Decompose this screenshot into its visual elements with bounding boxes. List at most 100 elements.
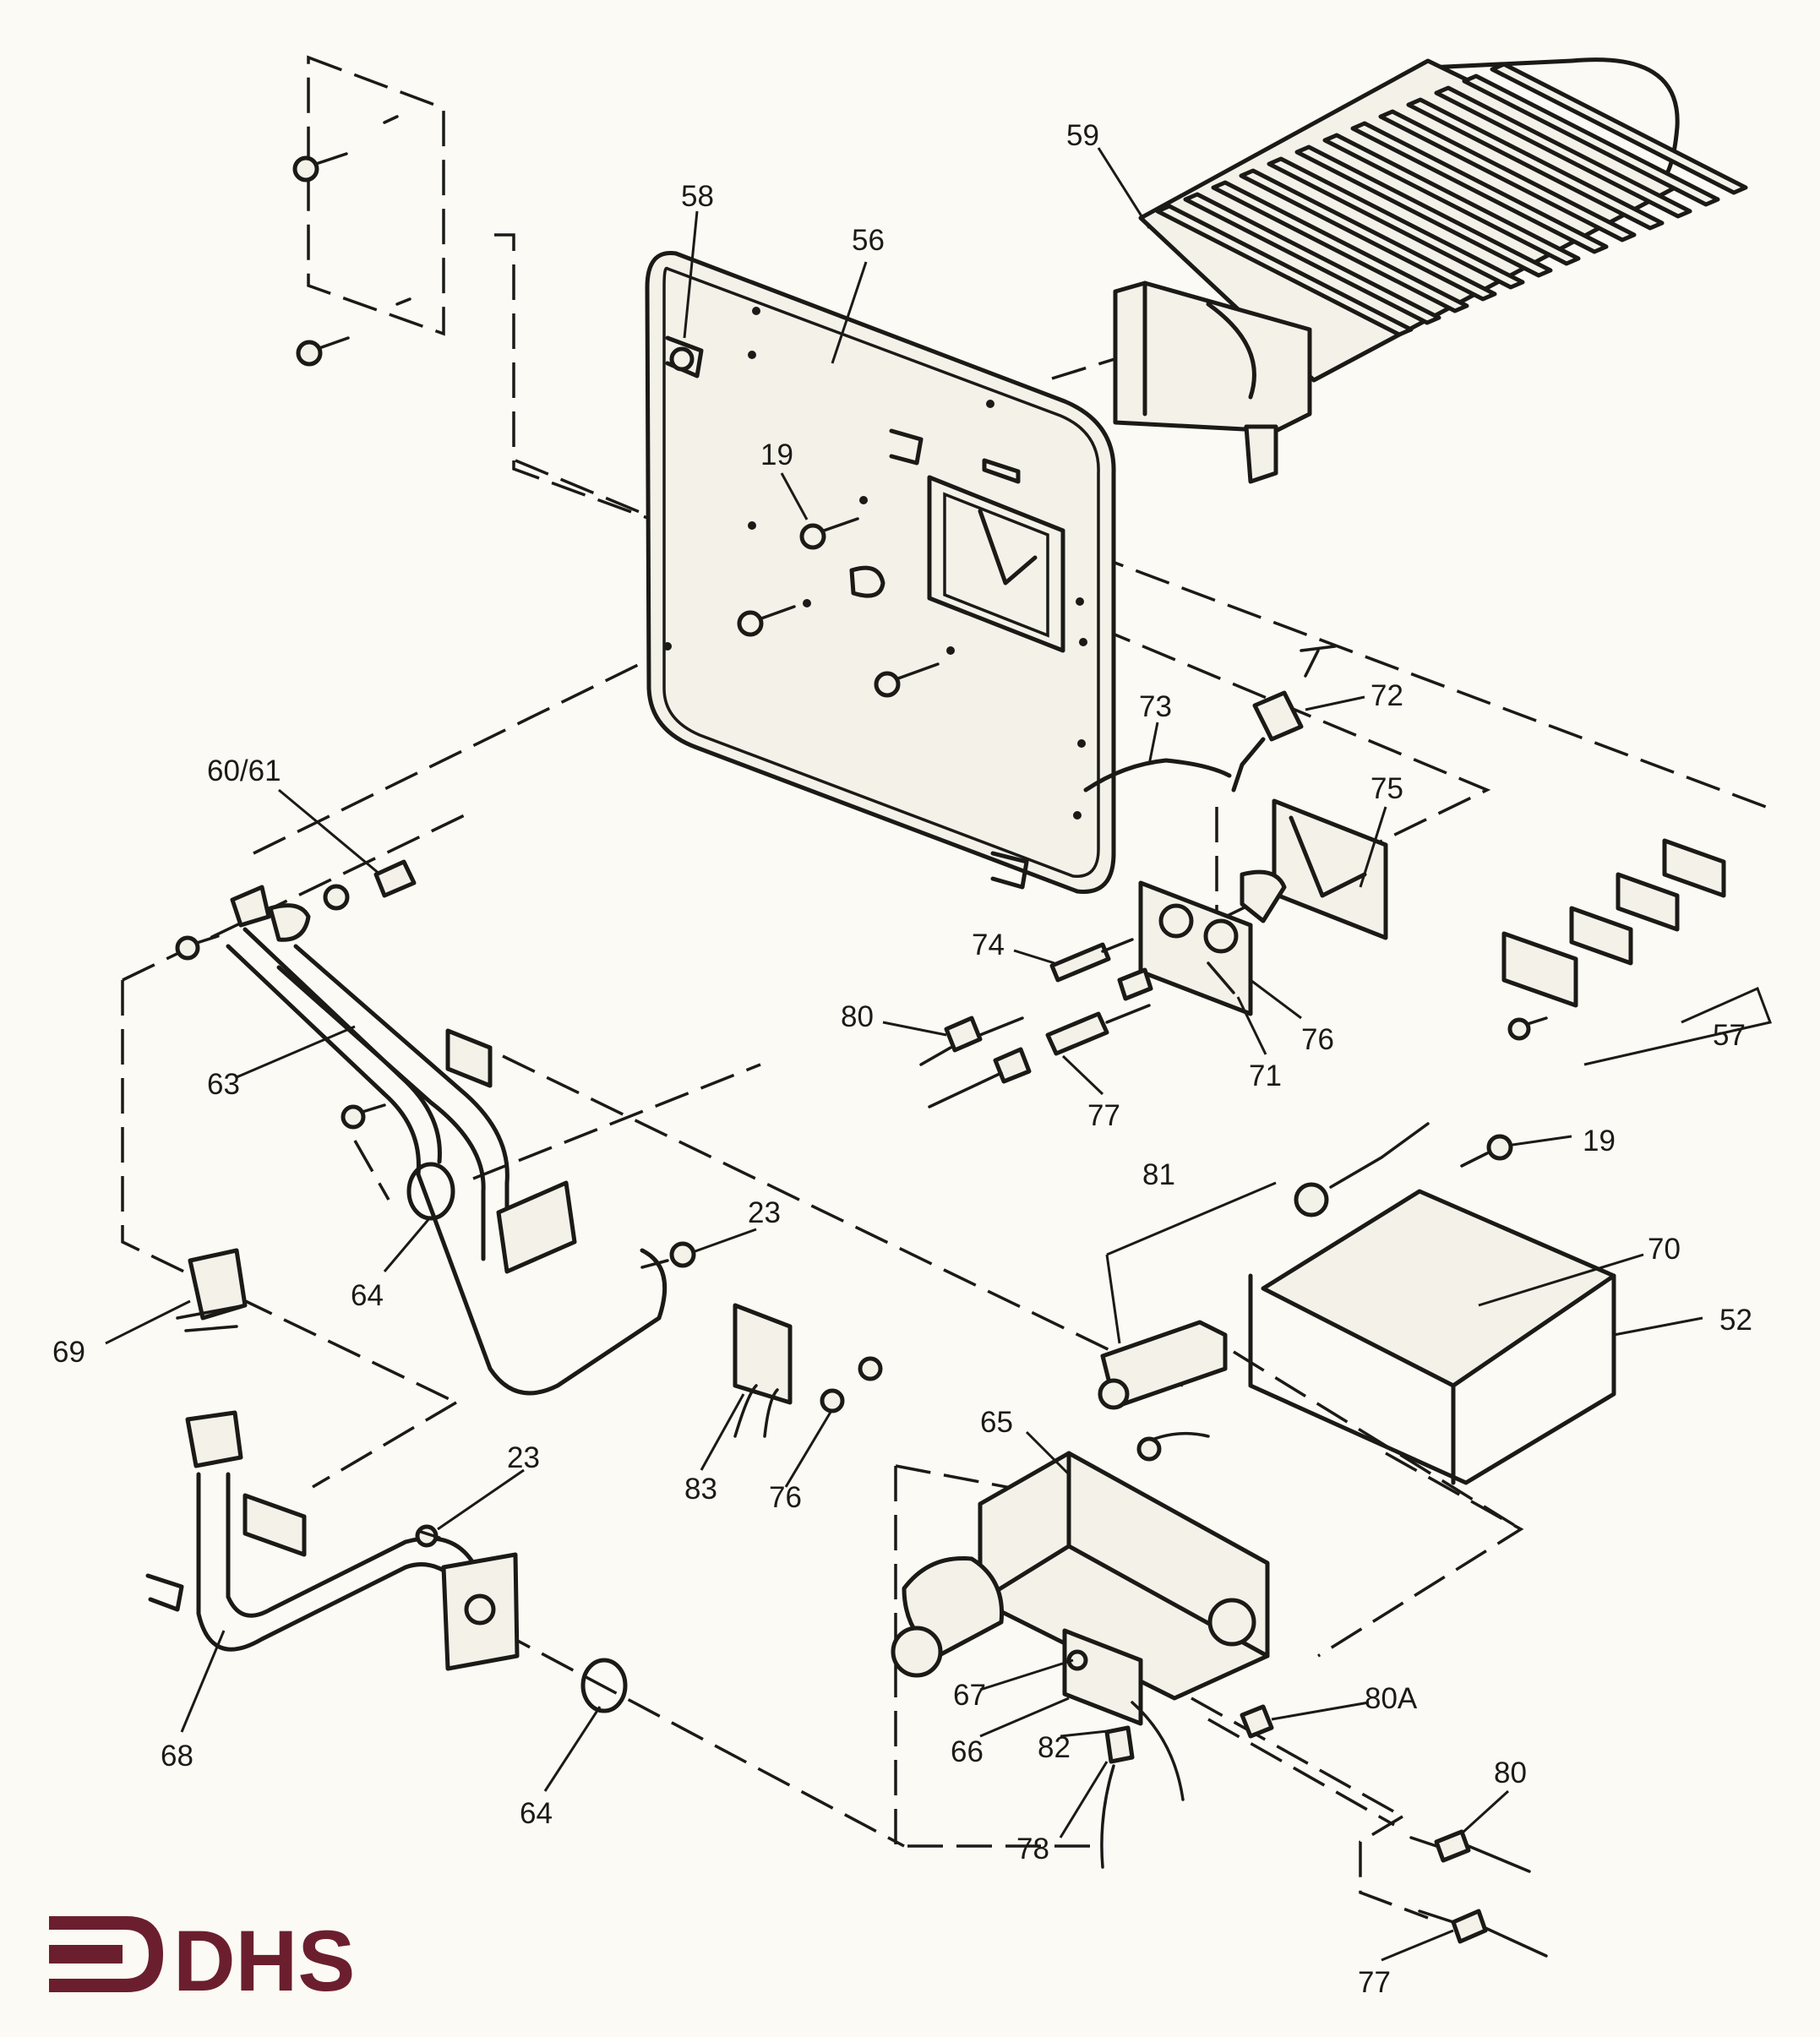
washer-6061 (323, 884, 350, 911)
burner-ribs (1155, 62, 1748, 337)
leader-76a (1250, 978, 1302, 1020)
label-74: 74 (972, 929, 1005, 961)
igniter-assembly (1083, 645, 1337, 792)
label-75: 75 (1370, 772, 1403, 805)
leader-78 (1059, 1761, 1109, 1838)
label-6061: 60/61 (207, 754, 281, 787)
burner-assembly (1113, 57, 1748, 484)
label-65: 65 (980, 1406, 1013, 1439)
screw-right-shank (896, 662, 940, 680)
leader-70 (1478, 1253, 1644, 1307)
logo-text: DHS (173, 1913, 355, 2009)
label-72: 72 (1370, 679, 1403, 712)
logo-arrow-mark (49, 1916, 163, 1992)
panel-hole (1077, 739, 1086, 748)
inlet-pipe (145, 1248, 628, 1713)
gasket-set-57 (1501, 838, 1726, 1041)
sensor-81-tip (1098, 1378, 1130, 1410)
pilot-bracket (1207, 961, 1235, 994)
nut-71 (1117, 967, 1153, 1001)
label-71: 71 (1249, 1059, 1282, 1092)
label-83: 83 (684, 1473, 717, 1506)
label-23a: 23 (748, 1196, 781, 1229)
box-52-sides (1248, 1273, 1616, 1485)
screw-right (874, 671, 901, 698)
burner-bracket-detail (1142, 280, 1256, 417)
leader-59 (1097, 147, 1151, 229)
label-57: 57 (1713, 1019, 1746, 1052)
label-80A: 80A (1365, 1682, 1418, 1715)
nut-80b (1434, 1829, 1471, 1863)
guide-gas-valve-frame (894, 1466, 1090, 1848)
label-78: 78 (1016, 1833, 1049, 1865)
leader-77b (1381, 1929, 1454, 1962)
burner-rib (1211, 180, 1469, 313)
panel-hole (803, 599, 811, 607)
label-80a: 80 (841, 1000, 874, 1033)
guide-cover-to-panel (494, 233, 711, 542)
union-69-detail (176, 1304, 247, 1332)
gasket-57b (1616, 872, 1680, 932)
label-59: 59 (1066, 119, 1099, 152)
panel-hole (1079, 638, 1087, 646)
screw-83 (858, 1356, 883, 1381)
guide-68-top (312, 1401, 457, 1489)
screw-19a-shank (822, 517, 859, 532)
guide-6061 (253, 645, 677, 855)
gasket-57c (1569, 906, 1633, 966)
leader-6061 (278, 788, 381, 876)
burner-rib (1183, 192, 1441, 325)
burner-rib (1322, 133, 1581, 266)
tube-77 (928, 1004, 1151, 1108)
leader-19b (1512, 1135, 1572, 1146)
leader-19a (780, 472, 809, 520)
leader-80a (882, 1021, 947, 1037)
tube-80b (1409, 1836, 1531, 1873)
panel-hole (752, 307, 760, 315)
panel-hole (748, 351, 756, 359)
label-67: 67 (953, 1679, 986, 1712)
pipe-63-flange (496, 1180, 577, 1274)
label-19b: 19 (1583, 1125, 1616, 1157)
valve-knob (891, 1626, 943, 1678)
leader-67 (979, 1658, 1074, 1691)
panel-hole (1076, 597, 1084, 606)
wing-clip-68 (145, 1573, 184, 1612)
gasket-75 (1272, 798, 1388, 940)
panel-hole (986, 400, 994, 408)
leader-75 (1359, 806, 1387, 888)
leader-63 (236, 1025, 356, 1079)
leader-68 (180, 1630, 226, 1733)
cover-plate-screws (292, 115, 411, 367)
nut-80 (944, 1016, 983, 1053)
pipe-68-outer (196, 1472, 476, 1652)
panel-holes (663, 307, 1087, 820)
pipe-63-inner (276, 965, 486, 1261)
bracket-57d (1501, 931, 1578, 1008)
label-64a: 64 (351, 1279, 384, 1312)
screw-mid (737, 610, 764, 637)
screw-23a (669, 1241, 696, 1268)
label-63: 63 (207, 1068, 240, 1101)
grommet-81 (1294, 1182, 1329, 1217)
leader-23b (437, 1468, 525, 1531)
pipe-63-lower-inner (242, 927, 442, 1164)
label-76a: 76 (1301, 1023, 1334, 1056)
lead-73 (1083, 758, 1232, 792)
label-23b: 23 (507, 1441, 540, 1474)
guide-left-vertical (121, 980, 457, 1404)
leader-71 (1236, 996, 1267, 1055)
leader-80A (1271, 1701, 1370, 1721)
guide-68-bottom (498, 1629, 905, 1848)
label-70: 70 (1648, 1233, 1681, 1266)
label-76b: 76 (769, 1481, 802, 1514)
leader-56 (831, 261, 868, 364)
guide-panel-to-57 (1089, 552, 1767, 809)
igniter-wire-top (1300, 645, 1337, 678)
label-80b: 80 (1494, 1757, 1527, 1789)
screw-19a (799, 523, 826, 550)
valve-67 (1066, 1649, 1088, 1671)
leader-lines (105, 147, 1773, 1962)
burner-rib (1239, 168, 1497, 302)
nut-77 (993, 1047, 1032, 1084)
